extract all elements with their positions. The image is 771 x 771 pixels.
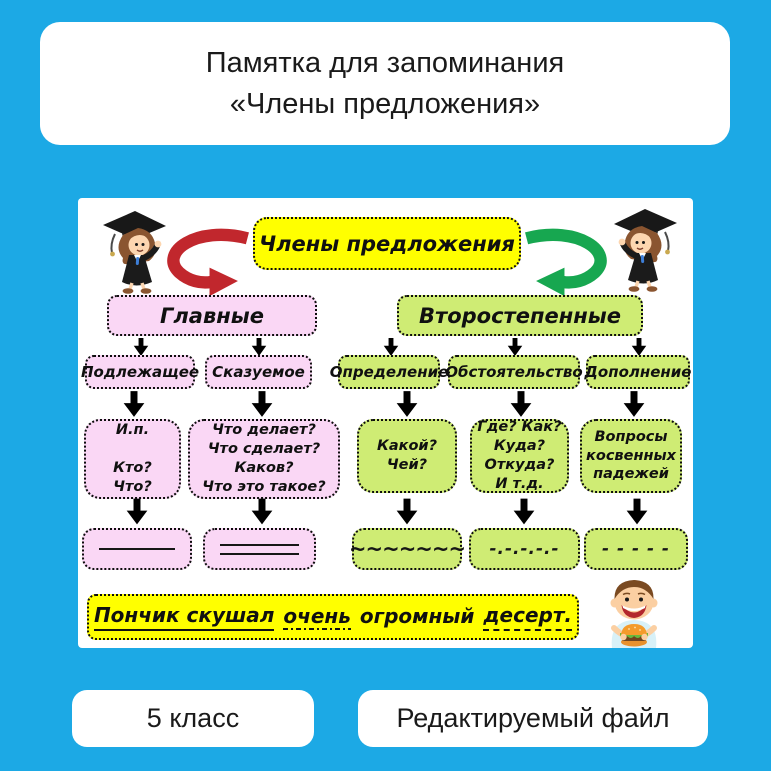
member-box-predicate: Сказуемое bbox=[205, 355, 312, 389]
grade-badge: 5 класс bbox=[72, 690, 314, 747]
example-attribute: огромный bbox=[359, 604, 475, 628]
down-arrow-icon bbox=[126, 498, 148, 525]
graduate-girl-right-illustration bbox=[606, 202, 688, 294]
down-arrow-icon bbox=[623, 391, 645, 417]
poster-title-line1: Памятка для запоминания bbox=[205, 46, 565, 79]
mark-box-adverbial: -.-.-.-.- bbox=[469, 528, 580, 570]
down-arrow-icon bbox=[510, 391, 532, 417]
example-sentence-box: Пончик скушал очень огромный десерт. bbox=[87, 594, 579, 640]
branch-box-main: Главные bbox=[107, 295, 317, 336]
down-arrow-icon bbox=[504, 338, 526, 356]
mark-box-attribute: ~~~~~~~ bbox=[348, 528, 466, 570]
example-subject-predicate: Пончик скушал bbox=[93, 603, 275, 631]
questions-box-adverbial: Где? Как? Куда? Откуда? И т.д. bbox=[470, 419, 569, 493]
example-adverbial: очень bbox=[283, 604, 351, 630]
dash-dot-underline-mark: -.-.-.-.- bbox=[489, 538, 560, 559]
questions-box-attribute: Какой? Чей? bbox=[357, 419, 457, 493]
dashed-underline-mark: - - - - - bbox=[602, 538, 670, 559]
mark-box-object: - - - - - bbox=[584, 528, 688, 570]
title-card: Памятка для запоминания «Члены предложен… bbox=[40, 22, 730, 145]
member-box-adverbial: Обстоятельство bbox=[445, 355, 583, 389]
curved-arrow-left-icon bbox=[148, 226, 254, 298]
boy-with-burger-illustration bbox=[602, 576, 666, 648]
questions-box-predicate: Что делает? Что сделает? Каков? Что это … bbox=[188, 419, 340, 499]
root-box: Члены предложения bbox=[253, 217, 521, 270]
down-arrow-icon bbox=[248, 338, 270, 356]
down-arrow-icon bbox=[396, 498, 418, 525]
graduate-girl-left-illustration bbox=[92, 204, 174, 296]
diagram-panel: Члены предложения Главные Второстепенные… bbox=[78, 198, 693, 648]
mark-box-predicate bbox=[203, 528, 316, 570]
down-arrow-icon bbox=[396, 391, 418, 417]
poster-title-line2: «Члены предложения» bbox=[229, 87, 541, 120]
double-underline-mark bbox=[220, 552, 299, 555]
down-arrow-icon bbox=[251, 498, 273, 525]
example-object: десерт. bbox=[483, 603, 573, 631]
questions-box-subject: И.п. Кто? Что? bbox=[84, 419, 181, 499]
questions-box-object: Вопросы косвенных падежей bbox=[580, 419, 682, 493]
down-arrow-icon bbox=[251, 391, 273, 417]
wavy-underline-mark: ~~~~~~~ bbox=[348, 536, 466, 561]
member-box-object: Дополнение bbox=[585, 355, 691, 389]
member-box-subject: Подлежащее bbox=[81, 355, 199, 389]
down-arrow-icon bbox=[123, 391, 145, 417]
single-underline-mark bbox=[98, 548, 176, 550]
editable-file-badge: Редактируемый файл bbox=[358, 690, 708, 747]
down-arrow-icon bbox=[626, 498, 648, 525]
down-arrow-icon bbox=[380, 338, 402, 356]
down-arrow-icon bbox=[628, 338, 650, 356]
branch-box-secondary: Второстепенные bbox=[397, 295, 643, 336]
double-underline-mark bbox=[220, 543, 299, 546]
down-arrow-icon bbox=[130, 338, 152, 356]
curved-arrow-right-icon bbox=[520, 226, 626, 298]
down-arrow-icon bbox=[513, 498, 535, 525]
member-box-attribute: Определение bbox=[330, 355, 448, 389]
mark-box-subject bbox=[82, 528, 192, 570]
